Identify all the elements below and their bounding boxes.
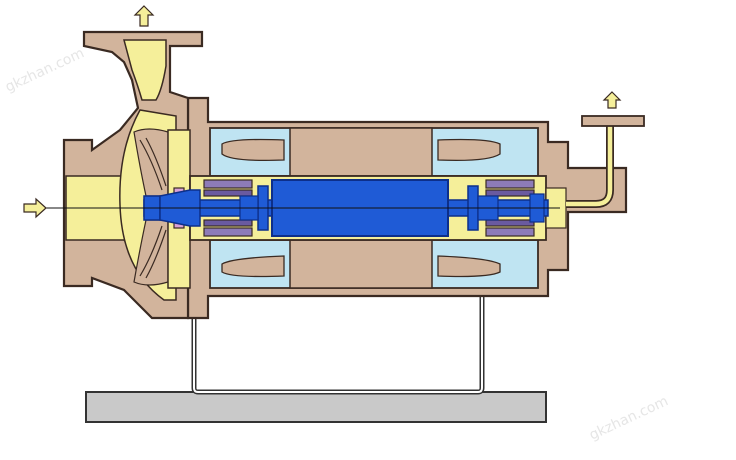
- stator-winding-upper-right: [437, 138, 501, 162]
- circulation-flange: [581, 115, 645, 127]
- arrow-right-icon: [23, 197, 47, 219]
- stator-core-lower: [289, 239, 433, 289]
- impeller: [133, 128, 169, 286]
- outlet-fluid-channel: [123, 39, 167, 101]
- support-frame: [191, 296, 485, 395]
- bearings: [203, 179, 535, 237]
- circulation-outlet-arrow-up-icon: [602, 91, 622, 109]
- arrow-up-icon: [133, 5, 155, 27]
- watermark-bottom-right: gkzhan.com: [587, 393, 671, 443]
- watermark-top-left: gkzhan.com: [3, 45, 87, 95]
- stator-winding-lower-left: [221, 255, 285, 278]
- stator-winding-upper-left: [221, 138, 285, 162]
- stator-core-upper: [289, 127, 433, 177]
- stator-winding-lower-right: [437, 255, 501, 278]
- base-plate: [85, 391, 547, 423]
